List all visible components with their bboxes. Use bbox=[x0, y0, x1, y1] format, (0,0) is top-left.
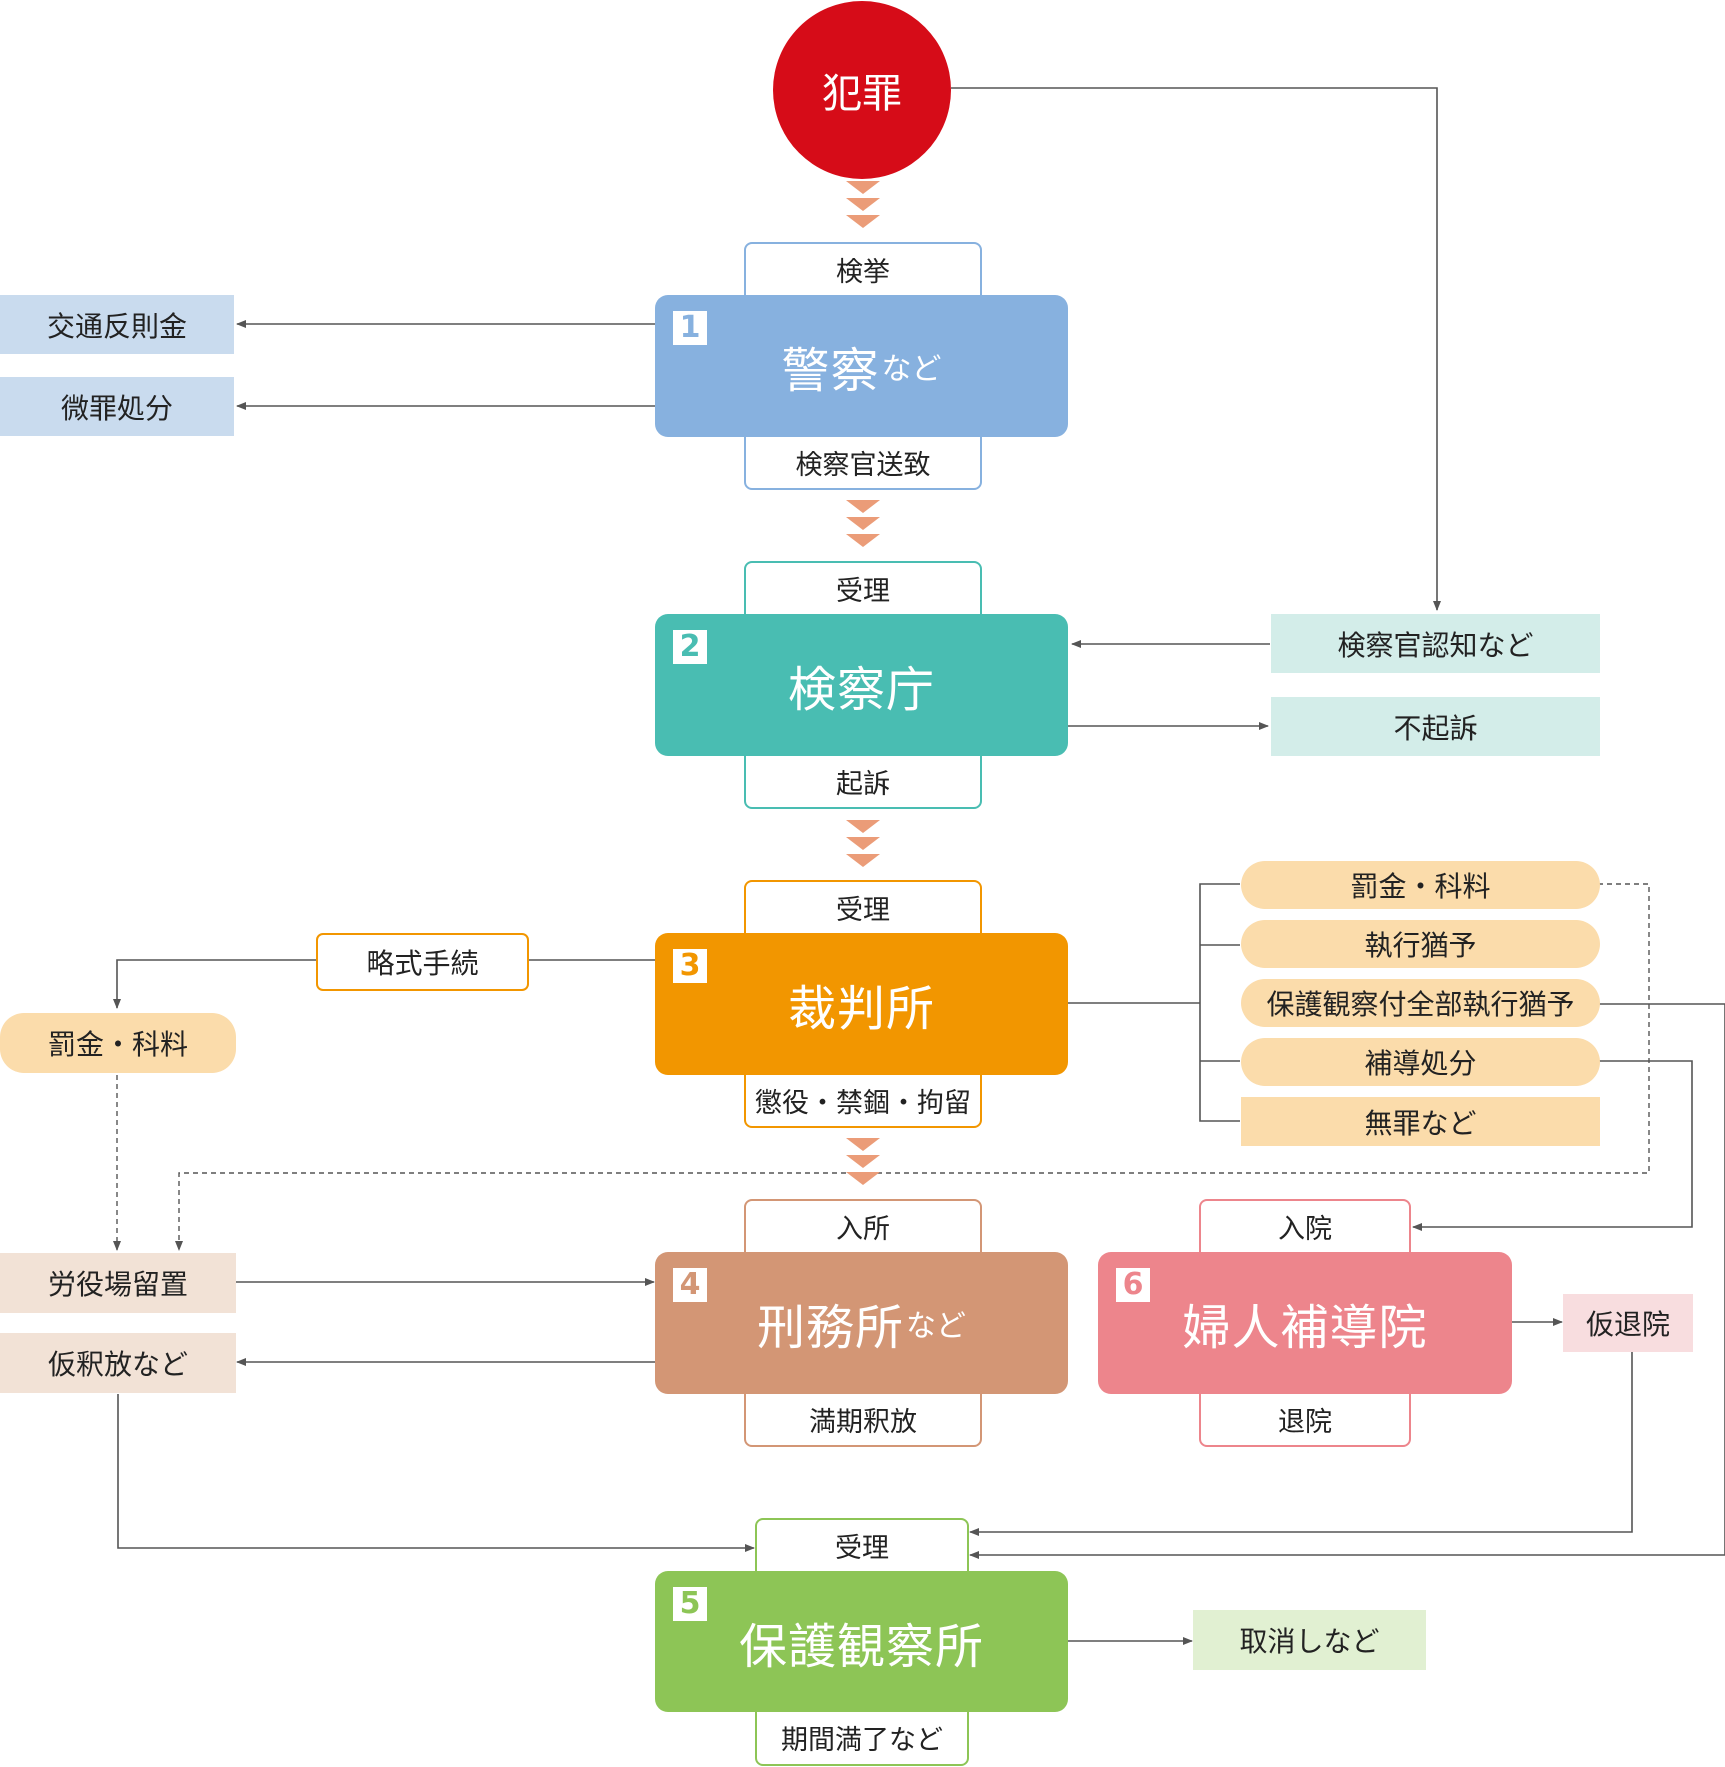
police-arrest-label: 検挙 bbox=[836, 257, 890, 288]
prison-title: 刑務所 bbox=[756, 1300, 904, 1356]
provisional-release-box: 仮退院 bbox=[1563, 1294, 1693, 1352]
womens-discharge-tab: 退院 bbox=[1199, 1391, 1411, 1447]
prosecution-number-badge: 2 bbox=[673, 630, 707, 664]
police-suffix: など bbox=[881, 352, 942, 387]
prison-release-tab: 満期釈放 bbox=[744, 1391, 982, 1447]
probation-receipt-tab: 受理 bbox=[755, 1518, 969, 1573]
probation-number-badge: 5 bbox=[673, 1587, 707, 1621]
court-number-badge: 3 bbox=[673, 949, 707, 983]
court-sentence-label: 懲役・禁錮・拘留 bbox=[755, 1087, 971, 1119]
prosecutor-cognizance-box: 検察官認知など bbox=[1271, 614, 1600, 673]
prison-release-label: 満期釈放 bbox=[809, 1406, 917, 1438]
summary-fine-label: 罰金・科料 bbox=[47, 1028, 188, 1061]
womens-guidance-node: 6 婦人補導院 bbox=[1098, 1252, 1512, 1394]
suspended-probation-to-probation-line bbox=[969, 1003, 1725, 1559]
flow-chevrons bbox=[846, 181, 880, 1185]
prosecution-receipt-tab: 受理 bbox=[744, 561, 982, 616]
summary-fine-box: 罰金・科料 bbox=[0, 1013, 236, 1073]
suspended-probation-label: 保護観察付全部執行猶予 bbox=[1266, 988, 1575, 1021]
summary-procedure-label: 略式手続 bbox=[366, 947, 479, 980]
probation-node: 5 保護観察所 bbox=[655, 1571, 1068, 1712]
provisional-release-label: 仮退院 bbox=[1585, 1308, 1670, 1341]
probation-receipt-label: 受理 bbox=[835, 1533, 889, 1564]
court-fine-outcome-box: 罰金・科料 bbox=[1241, 861, 1600, 909]
court-node: 3 裁判所 bbox=[655, 933, 1068, 1075]
probation-title: 保護観察所 bbox=[738, 1618, 984, 1675]
summary-procedure-to-fine-line bbox=[113, 959, 317, 1009]
prosecution-receipt-label: 受理 bbox=[836, 576, 890, 607]
police-number-badge: 1 bbox=[673, 311, 707, 345]
suspended-sentence-box: 執行猶予 bbox=[1241, 920, 1600, 968]
workhouse-detention-label: 労役場留置 bbox=[47, 1268, 188, 1301]
guidance-disposition-label: 補導処分 bbox=[1364, 1047, 1477, 1080]
womens-title: 婦人補導院 bbox=[1182, 1300, 1428, 1356]
workhouse-detention-box: 労役場留置 bbox=[0, 1253, 236, 1313]
police-referral-label: 検察官送致 bbox=[795, 449, 931, 481]
non-indictment-box: 不起訴 bbox=[1271, 697, 1600, 756]
police-node: 1 警察など bbox=[655, 295, 1068, 437]
indictment-tab: 起訴 bbox=[744, 753, 982, 809]
prosecution-node: 2 検察庁 bbox=[655, 614, 1068, 756]
guidance-disposition-box: 補導処分 bbox=[1241, 1038, 1600, 1086]
parole-to-probation-line bbox=[117, 1394, 755, 1552]
guidance-disposition-to-womens-home-line bbox=[1412, 1060, 1693, 1231]
court-sentence-tab: 懲役・禁錮・拘留 bbox=[744, 1072, 982, 1128]
prosecutor-cognizance-label: 検察官認知など bbox=[1337, 628, 1534, 662]
womens-admission-label: 入院 bbox=[1278, 1214, 1332, 1245]
police-title: 警察 bbox=[781, 343, 880, 399]
traffic-fine-box: 交通反則金 bbox=[0, 295, 234, 354]
prison-number-badge: 4 bbox=[673, 1268, 707, 1302]
revocation-box: 取消しなど bbox=[1193, 1610, 1426, 1670]
non-indictment-label: 不起訴 bbox=[1393, 711, 1478, 745]
suspended-probation-box: 保護観察付全部執行猶予 bbox=[1241, 979, 1600, 1027]
acquittal-label: 無罪など bbox=[1364, 1106, 1477, 1140]
traffic-fine-label: 交通反則金 bbox=[46, 309, 187, 343]
prison-node: 4 刑務所など bbox=[655, 1252, 1068, 1394]
parole-box: 仮釈放など bbox=[0, 1333, 236, 1393]
crime-label: 犯罪 bbox=[822, 71, 902, 117]
summary-procedure-box: 略式手続 bbox=[316, 933, 529, 991]
prison-admission-tab: 入所 bbox=[744, 1199, 982, 1254]
revocation-label: 取消しなど bbox=[1239, 1625, 1380, 1658]
parole-label: 仮釈放など bbox=[47, 1348, 188, 1381]
prison-suffix: など bbox=[906, 1309, 966, 1344]
womens-admission-tab: 入院 bbox=[1199, 1199, 1411, 1254]
court-title: 裁判所 bbox=[787, 981, 935, 1037]
crime-node: 犯罪 bbox=[773, 1, 951, 179]
indictment-label: 起訴 bbox=[836, 768, 890, 800]
police-arrest-tab: 検挙 bbox=[744, 242, 982, 297]
police-referral-tab: 検察官送致 bbox=[744, 434, 982, 490]
court-fine-outcome-label: 罰金・科料 bbox=[1350, 870, 1491, 903]
prison-admission-label: 入所 bbox=[836, 1214, 890, 1245]
womens-discharge-label: 退院 bbox=[1278, 1406, 1332, 1438]
court-receipt-label: 受理 bbox=[836, 895, 890, 926]
acquittal-box: 無罪など bbox=[1241, 1097, 1600, 1146]
probation-expiry-label: 期間満了など bbox=[781, 1725, 943, 1756]
probation-expiry-tab: 期間満了など bbox=[755, 1709, 969, 1766]
suspended-sentence-label: 執行猶予 bbox=[1364, 929, 1477, 962]
minor-offense-box: 微罪処分 bbox=[0, 377, 234, 436]
court-receipt-tab: 受理 bbox=[744, 880, 982, 935]
minor-offense-label: 微罪処分 bbox=[60, 391, 173, 425]
prosecution-title: 検察庁 bbox=[787, 662, 935, 718]
womens-number-badge: 6 bbox=[1116, 1268, 1150, 1302]
court-outcomes-bracket-line bbox=[1199, 883, 1240, 1122]
crime-to-prosecutor-cognizance-line bbox=[951, 87, 1441, 611]
parole-release-to-probation-line bbox=[969, 1349, 1633, 1536]
